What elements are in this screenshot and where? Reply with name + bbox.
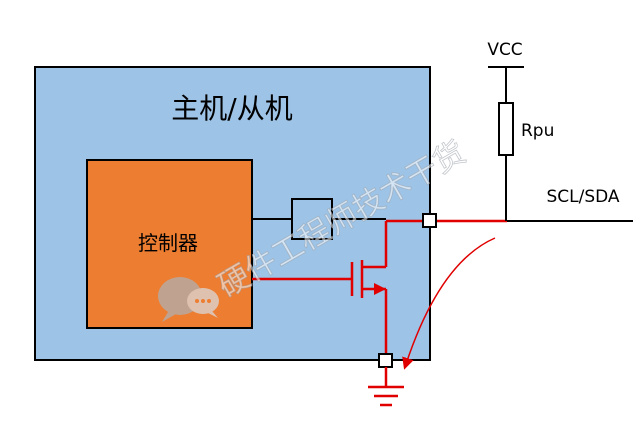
host-label: 主机/从机	[171, 92, 292, 125]
resistor-label: Rpu	[521, 121, 554, 141]
ground-symbol-icon	[368, 385, 404, 407]
ground-pin	[378, 353, 393, 368]
mosfet-source-arrow	[374, 283, 386, 295]
vcc-label: VCC	[487, 40, 522, 60]
current-flow-arrow	[402, 237, 496, 370]
io-pin	[422, 213, 437, 228]
bus-label: SCL/SDA	[546, 187, 619, 207]
pullup-resistor	[498, 102, 514, 156]
controller-label: 控制器	[138, 231, 198, 255]
wechat-chat-bubbles-icon	[158, 277, 219, 322]
